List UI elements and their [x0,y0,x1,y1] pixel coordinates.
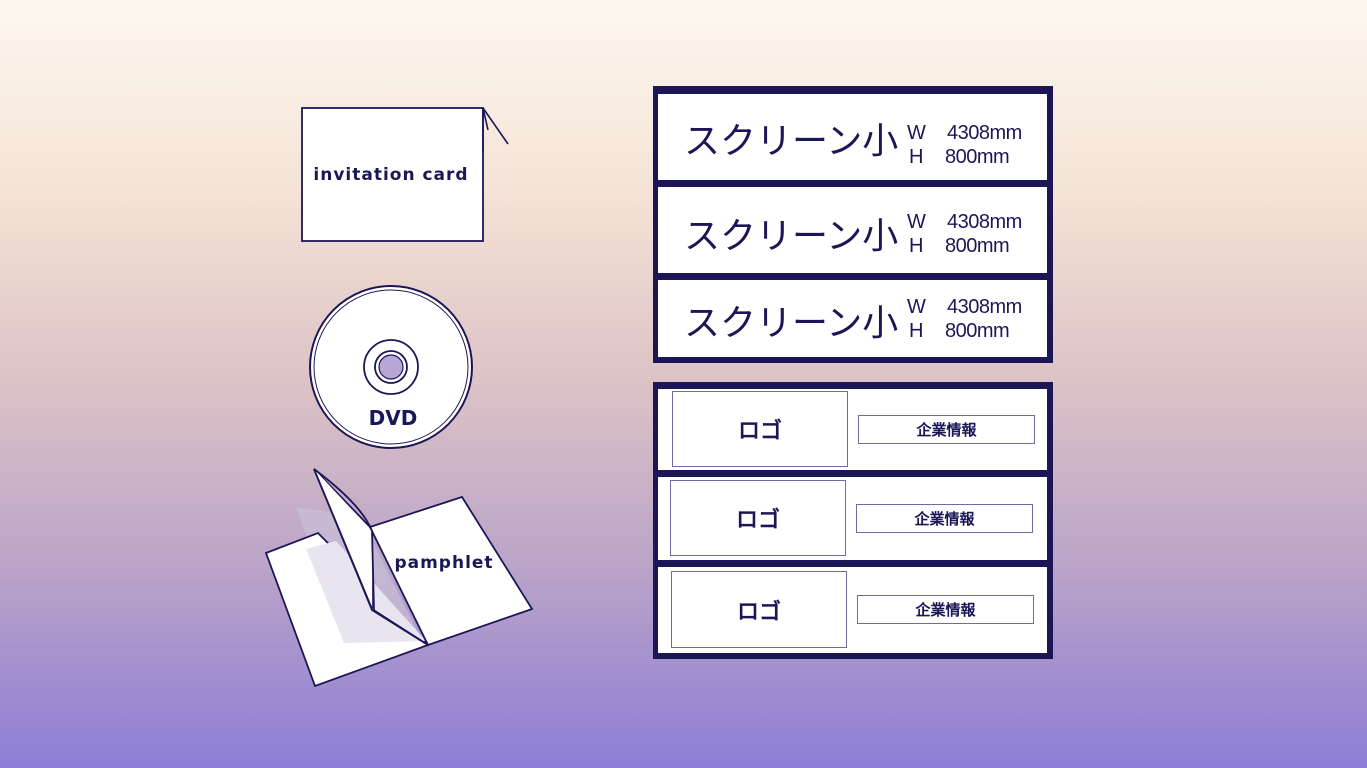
logo-placeholder: ロゴ [671,571,847,648]
height-value: 800mm [945,320,1010,342]
sponsor-row: ロゴ 企業情報 [658,389,1047,470]
screen-row: スクリーン小 W 4308mm H 800mm [658,94,1047,180]
invitation-card: invitation card [301,107,509,242]
screen-title: スクリーン小 [684,303,899,344]
sponsor-panel: ロゴ 企業情報 ロゴ 企業情報 ロゴ 企業情報 [653,382,1053,659]
sponsor-row: ロゴ 企業情報 [658,567,1047,653]
dvd-disc: DVD [309,285,473,449]
company-info-box: 企業情報 [856,504,1033,533]
height-label: H [909,146,923,168]
screen-title: スクリーン小 [684,121,899,162]
company-info-box: 企業情報 [858,415,1035,444]
width-label: W [907,296,926,318]
screen-row: スクリーン小 W 4308mm H 800mm [658,187,1047,273]
width-value: 4308mm [947,211,1022,233]
width-value: 4308mm [947,296,1022,318]
height-value: 800mm [945,146,1010,168]
width-value: 4308mm [947,122,1022,144]
pamphlet-booklet: pamphlet [264,468,534,688]
width-label: W [907,122,926,144]
invitation-card-label: invitation card [313,165,468,185]
company-info-box: 企業情報 [857,595,1034,624]
sponsor-row: ロゴ 企業情報 [658,477,1047,560]
logo-placeholder: ロゴ [670,480,846,556]
dvd-label: DVD [369,406,418,430]
pamphlet-label: pamphlet [394,553,493,573]
height-value: 800mm [945,235,1010,257]
height-label: H [909,235,923,257]
screen-title: スクリーン小 [684,216,899,257]
width-label: W [907,211,926,233]
height-label: H [909,320,923,342]
screen-row: スクリーン小 W 4308mm H 800mm [658,280,1047,357]
logo-placeholder: ロゴ [672,391,848,467]
screen-panel: スクリーン小 W 4308mm H 800mm スクリーン小 W 4308mm … [653,86,1053,363]
